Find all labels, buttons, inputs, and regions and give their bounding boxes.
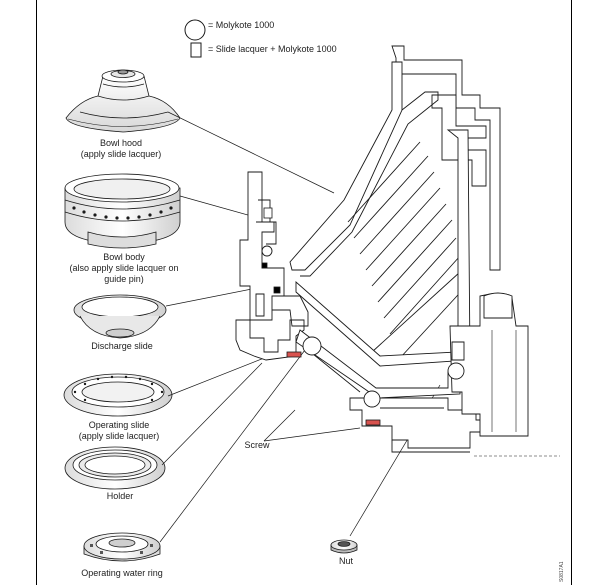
bowl-body-label: Bowl body (also apply slide lacquer on g… — [60, 252, 188, 285]
operating-water-ring-part — [83, 532, 161, 562]
drawing-code: S0817A1 — [559, 561, 565, 582]
bowl-body-label-line3: guide pin) — [104, 274, 144, 284]
bowl-hood-label: Bowl hood (apply slide lacquer) — [66, 138, 176, 160]
screw-label: Screw — [244, 440, 270, 450]
bowl-body-label-line2: (also apply slide lacquer on — [69, 263, 179, 273]
slide-lacquer-square-markers — [261, 207, 381, 426]
operating-slide-label-line2: (apply slide lacquer) — [78, 431, 160, 441]
operating-slide-label-line1: Operating slide — [88, 420, 150, 430]
bowl-hood-part — [65, 69, 181, 133]
holder-label: Holder — [106, 491, 134, 501]
holder-part — [64, 446, 166, 490]
frame-left-border — [36, 0, 37, 585]
nut-label: Nut — [338, 556, 353, 566]
frame-right-border — [571, 0, 572, 585]
bowl-hood-label-line1: Bowl hood — [99, 138, 143, 148]
bowl-body-label-line1: Bowl body — [103, 252, 145, 262]
legend-circle-label: = Molykote 1000 — [208, 20, 275, 30]
discharge-slide-part — [73, 294, 167, 339]
molykote-circle-markers — [261, 245, 465, 408]
bowl-hood-label-line2: (apply slide lacquer) — [80, 149, 162, 159]
legend-circle-symbol — [184, 19, 206, 41]
nut-part — [330, 539, 358, 554]
discharge-slide-label: Discharge slide — [91, 341, 153, 351]
bowl-body-part — [64, 173, 181, 249]
operating-slide-part — [63, 373, 173, 417]
operating-slide-label: Operating slide (apply slide lacquer) — [64, 420, 174, 442]
bowl-cross-section — [235, 45, 560, 457]
legend-square-label: = Slide lacquer + Molykote 1000 — [208, 44, 337, 54]
legend-square-symbol — [190, 42, 202, 58]
operating-water-ring-label: Operating water ring — [81, 568, 163, 578]
